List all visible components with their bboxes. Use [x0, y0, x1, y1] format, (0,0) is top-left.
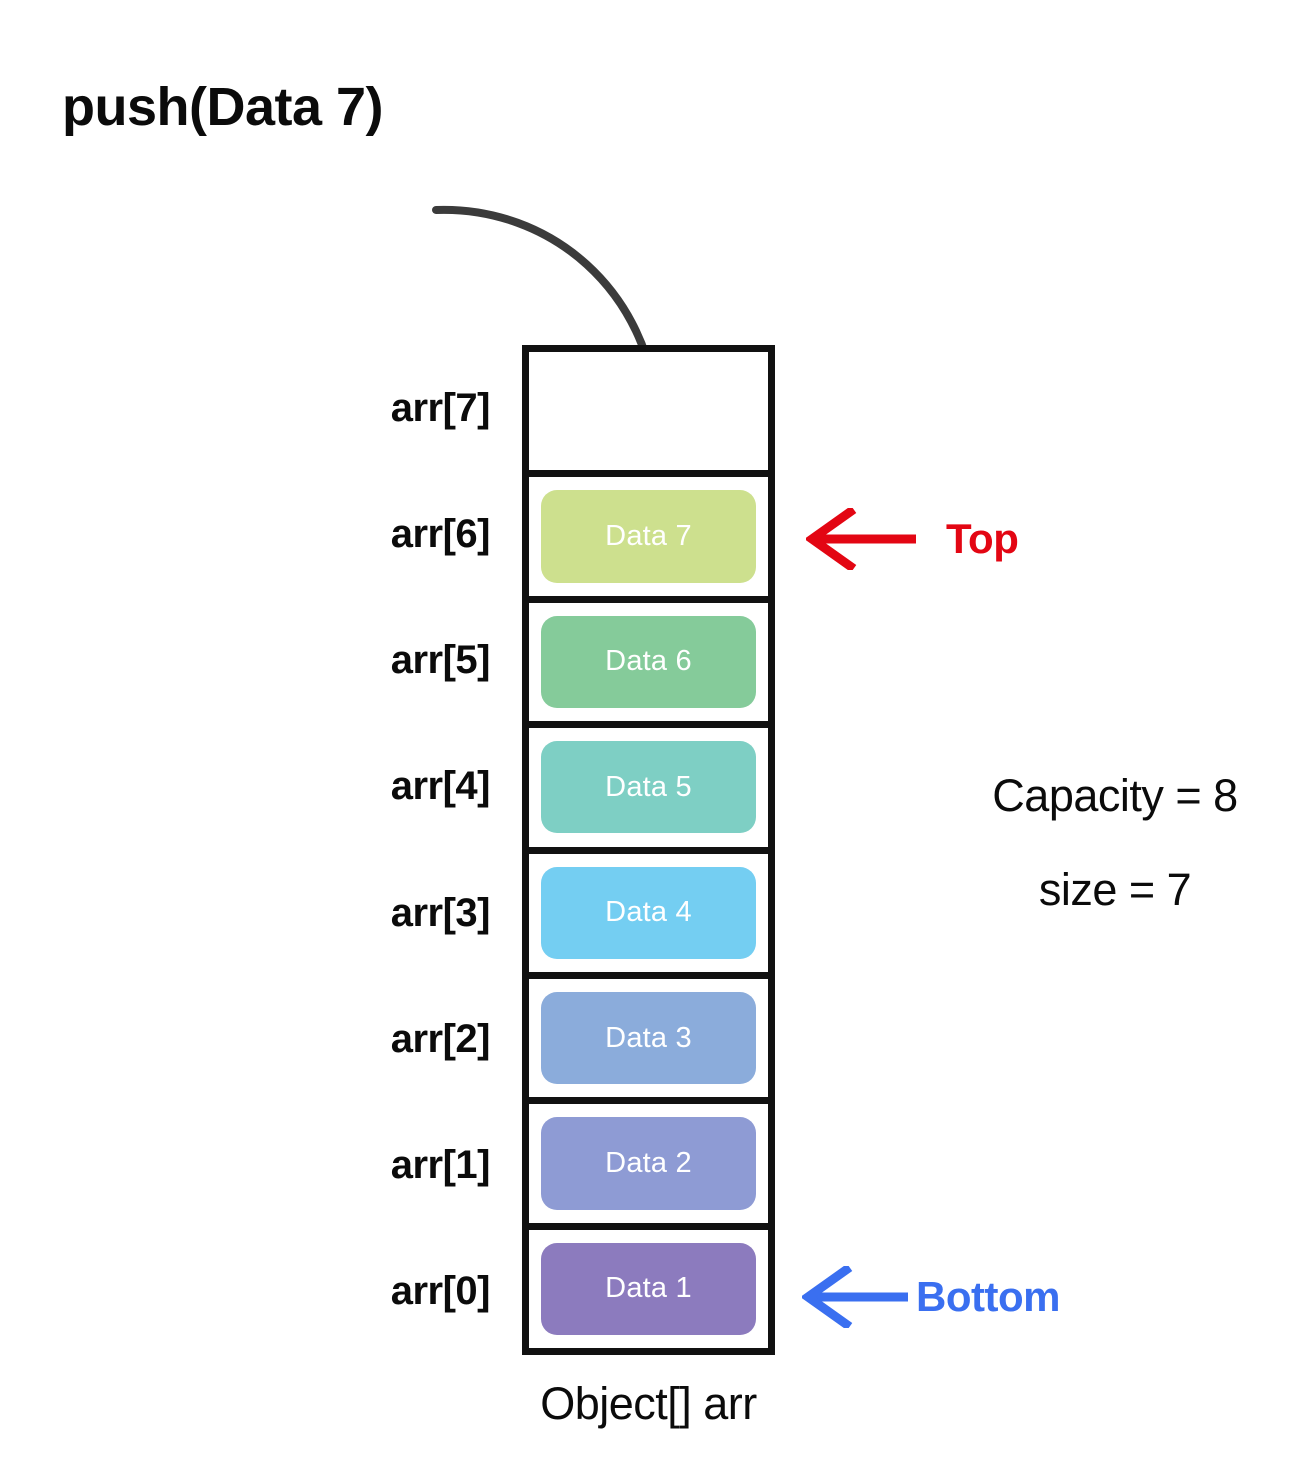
array-cell-3: Data 4 [529, 854, 768, 979]
array-cell-7 [529, 352, 768, 478]
array-cell-value-7 [541, 365, 756, 457]
capacity-stat: Capacity = 8 [992, 770, 1238, 821]
array-cell-1: Data 2 [529, 1104, 768, 1230]
bottom-pointer-label: Bottom [916, 1273, 1060, 1320]
size-stat: size = 7 [1038, 864, 1192, 915]
stats-block: Capacity = 8 size = 7 [930, 770, 1300, 916]
index-label-3: arr[3] [390, 890, 491, 935]
array-cell-value-6: Data 7 [540, 490, 757, 583]
array-cell-value-0: Data 1 [540, 1242, 757, 1335]
array-cell-2: Data 3 [529, 979, 768, 1105]
index-label-column: arr[7] arr[6] arr[5] arr[4] arr[3] arr[2… [280, 345, 491, 1355]
array-cell-0: Data 1 [529, 1230, 768, 1348]
top-pointer-label: Top [946, 515, 1019, 562]
left-arrow-icon-top [806, 508, 916, 570]
array-cell-4: Data 5 [529, 728, 768, 854]
array-cell-value-2: Data 3 [540, 991, 757, 1085]
left-arrow-icon-bottom [802, 1266, 908, 1328]
array-caption: Object[] arr [540, 1378, 757, 1429]
array-cell-value-3: Data 4 [540, 866, 757, 959]
index-label-6: arr[6] [390, 511, 491, 556]
index-label-5: arr[5] [390, 638, 491, 683]
array-cell-value-4: Data 5 [540, 741, 757, 834]
page-title: push(Data 7) [62, 77, 384, 137]
index-label-7: arr[7] [390, 385, 491, 430]
bottom-pointer: Bottom [802, 1266, 1060, 1328]
array-cell-value-1: Data 2 [540, 1117, 757, 1210]
array-container: Data 7 Data 6 Data 5 Data 4 Data 3 Data … [522, 345, 775, 1355]
array-cell-value-5: Data 6 [540, 615, 757, 709]
index-label-4: arr[4] [390, 764, 491, 809]
array-cell-6: Data 7 [529, 477, 768, 603]
index-label-0: arr[0] [390, 1269, 491, 1314]
array-cell-5: Data 6 [529, 603, 768, 729]
index-label-2: arr[2] [390, 1016, 491, 1061]
index-label-1: arr[1] [390, 1143, 491, 1188]
top-pointer: Top [806, 508, 1019, 570]
